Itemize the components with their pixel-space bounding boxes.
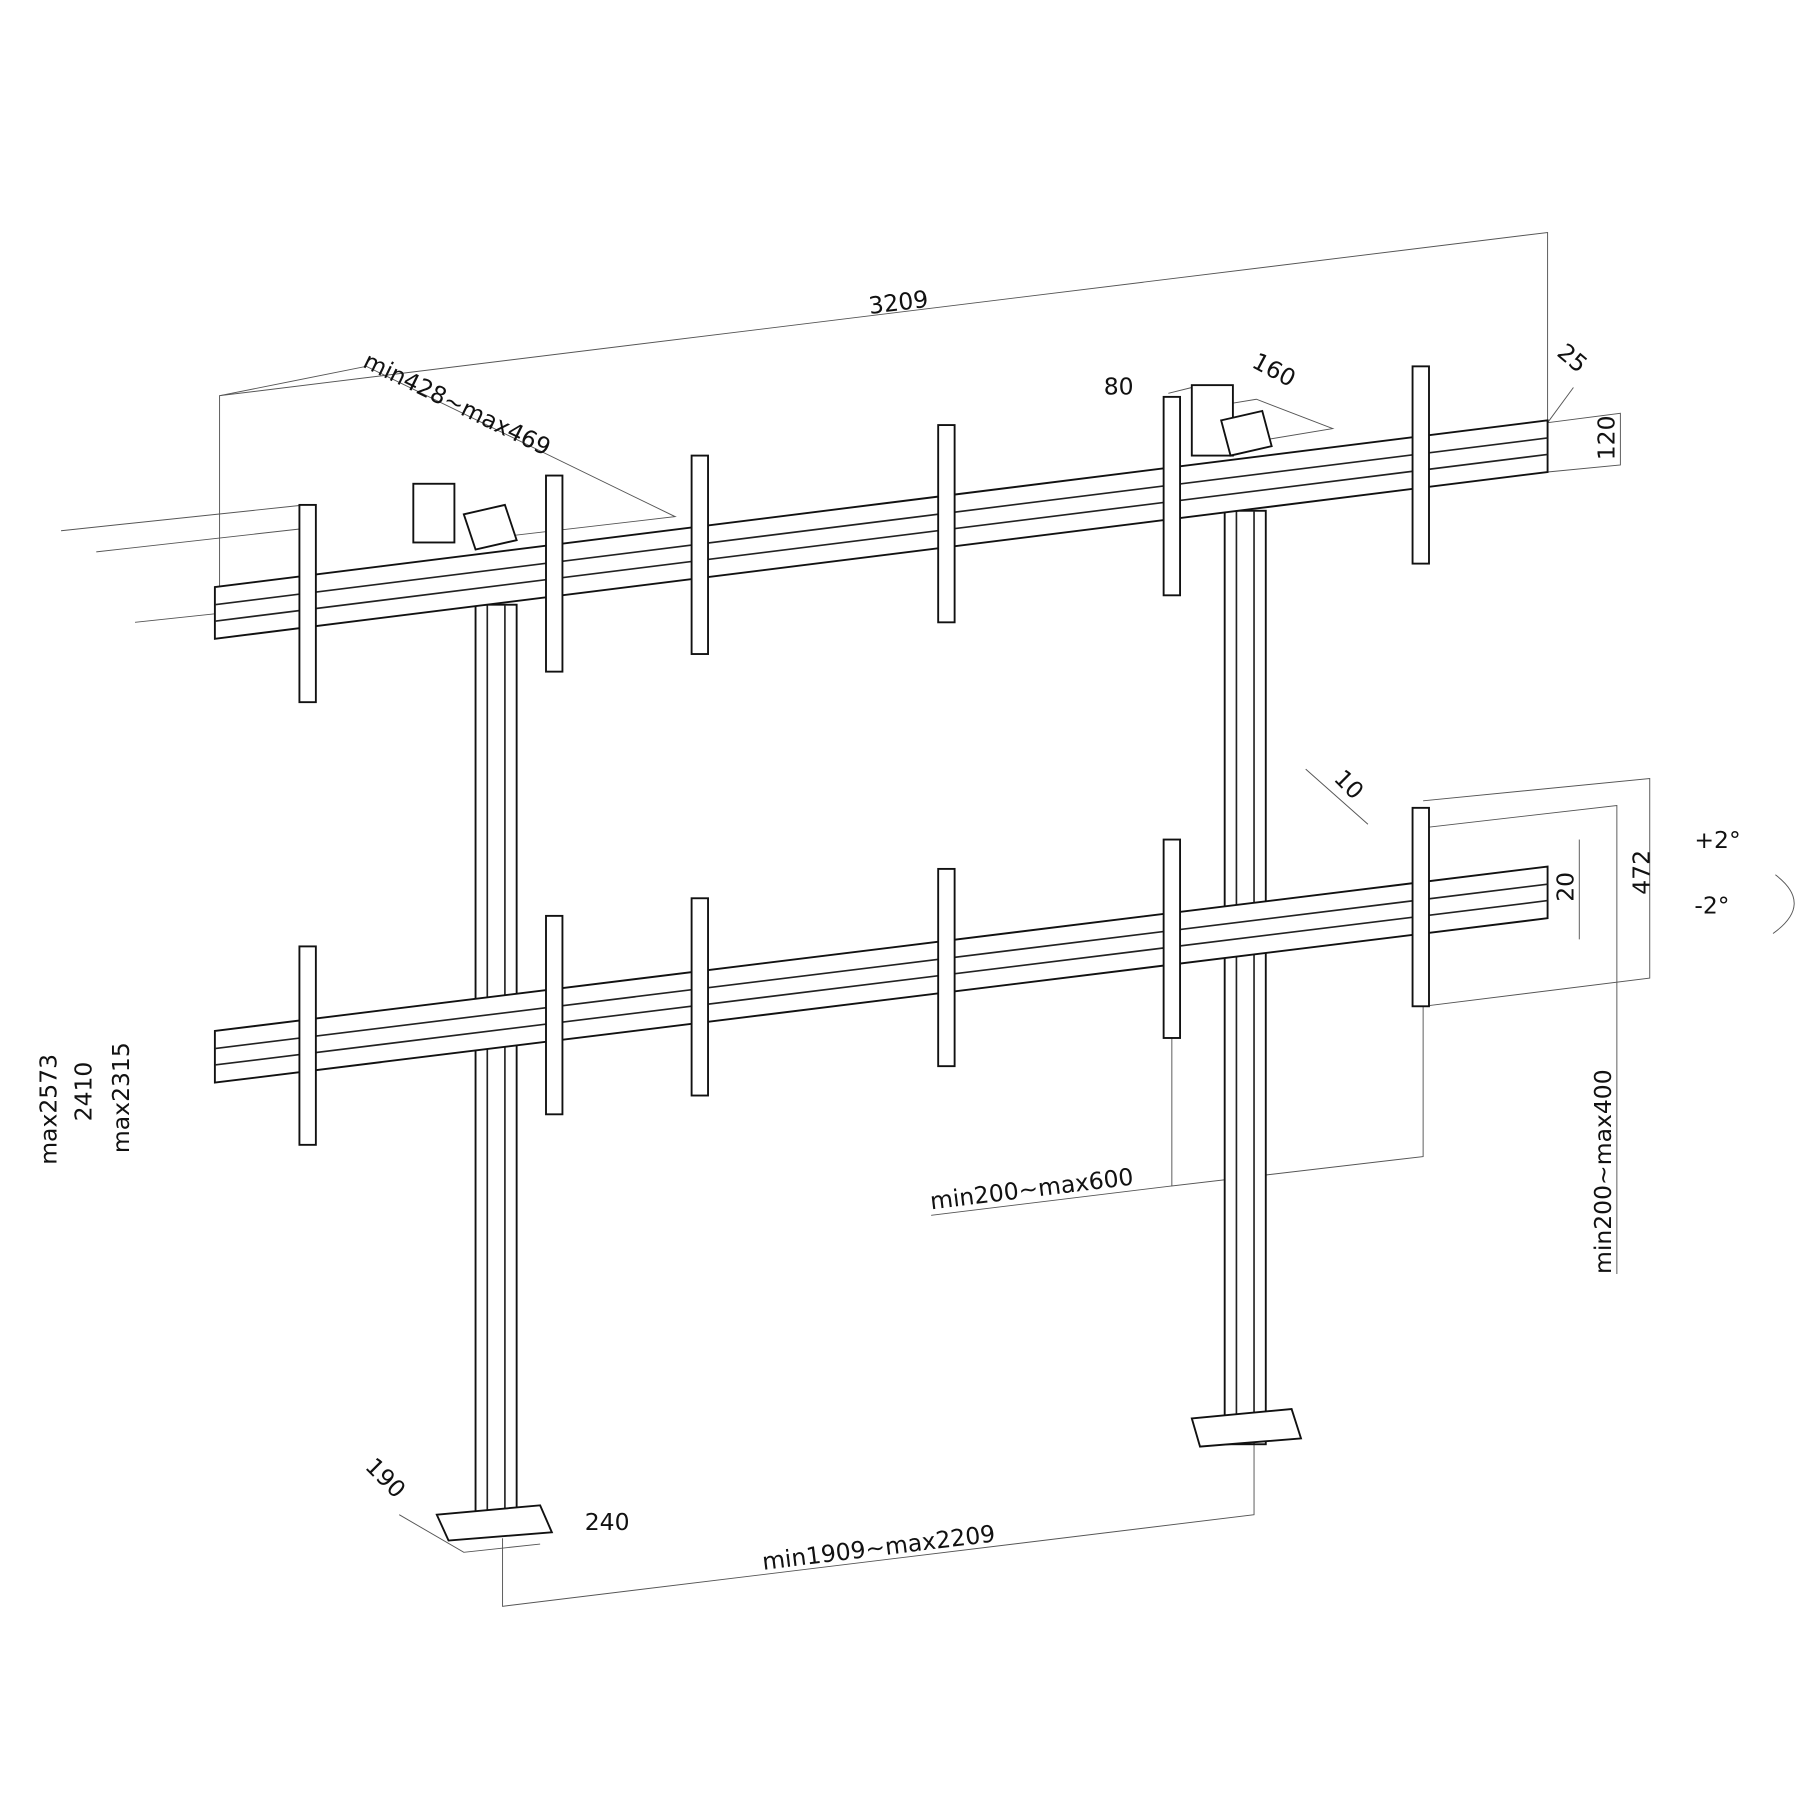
label-rail-depth: min428~max469 bbox=[359, 347, 555, 462]
label-tilt-down: -2° bbox=[1694, 892, 1729, 920]
label-plate-height: 472 bbox=[1628, 850, 1656, 895]
label-rail-thickness: 25 bbox=[1552, 338, 1593, 379]
label-vertical-adjust: 20 bbox=[1551, 872, 1579, 902]
label-max-height-rail: max2315 bbox=[107, 1042, 135, 1153]
label-post-spacing: min1909~max2209 bbox=[761, 1519, 997, 1575]
label-row-spacing: min200~max400 bbox=[1589, 1069, 1617, 1274]
top-hinge-right bbox=[1190, 384, 1273, 457]
left-post bbox=[435, 603, 554, 1542]
right-post bbox=[1190, 509, 1303, 1448]
label-max-height-total: max2573 bbox=[34, 1054, 62, 1165]
label-gap: 10 bbox=[1328, 764, 1369, 805]
dimension-lines bbox=[61, 231, 1795, 1607]
label-base-width: 240 bbox=[585, 1508, 630, 1536]
label-base-depth: 190 bbox=[360, 1452, 411, 1503]
label-bracket-width: 160 bbox=[1248, 347, 1301, 393]
right-base-plate bbox=[1190, 1408, 1303, 1448]
display-brackets bbox=[298, 365, 1430, 1146]
bottom-rail bbox=[213, 865, 1549, 1084]
label-rail-height: 120 bbox=[1593, 415, 1621, 460]
top-hinge-left bbox=[412, 482, 518, 551]
label-total-width: 3209 bbox=[867, 285, 930, 320]
label-tilt-up: +2° bbox=[1694, 826, 1740, 854]
left-base-plate bbox=[435, 1504, 554, 1542]
label-height-2410: 2410 bbox=[70, 1062, 98, 1122]
label-bracket-offset: 80 bbox=[1104, 373, 1134, 401]
label-bracket-spacing: min200~max600 bbox=[928, 1163, 1135, 1216]
